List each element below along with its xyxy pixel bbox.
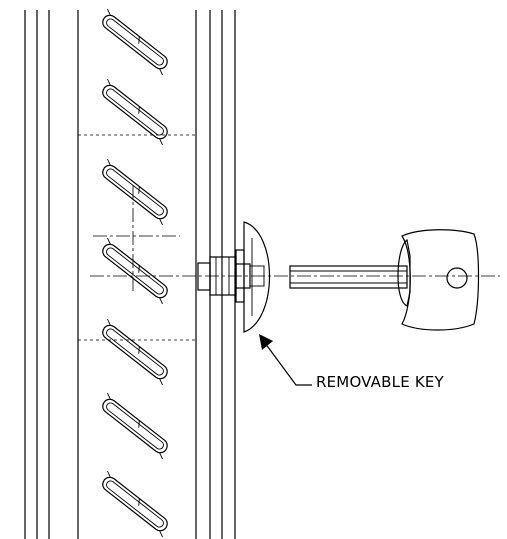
louver-slat <box>102 318 168 386</box>
removable-key-leader <box>259 334 312 386</box>
removable-key <box>289 229 480 331</box>
louver-slat <box>102 470 168 538</box>
louver-slats <box>102 8 168 538</box>
removable-key-label: REMOVABLE KEY <box>316 373 444 391</box>
louver-slat <box>102 392 168 460</box>
left-frame-lines <box>24 10 79 539</box>
louver-slat <box>102 8 168 76</box>
lock-housing-hidden-outline <box>77 134 197 341</box>
louver-slat <box>102 158 168 226</box>
escutcheon-cap <box>243 221 270 333</box>
louver-slat <box>102 237 168 305</box>
louver-slat <box>102 78 168 146</box>
